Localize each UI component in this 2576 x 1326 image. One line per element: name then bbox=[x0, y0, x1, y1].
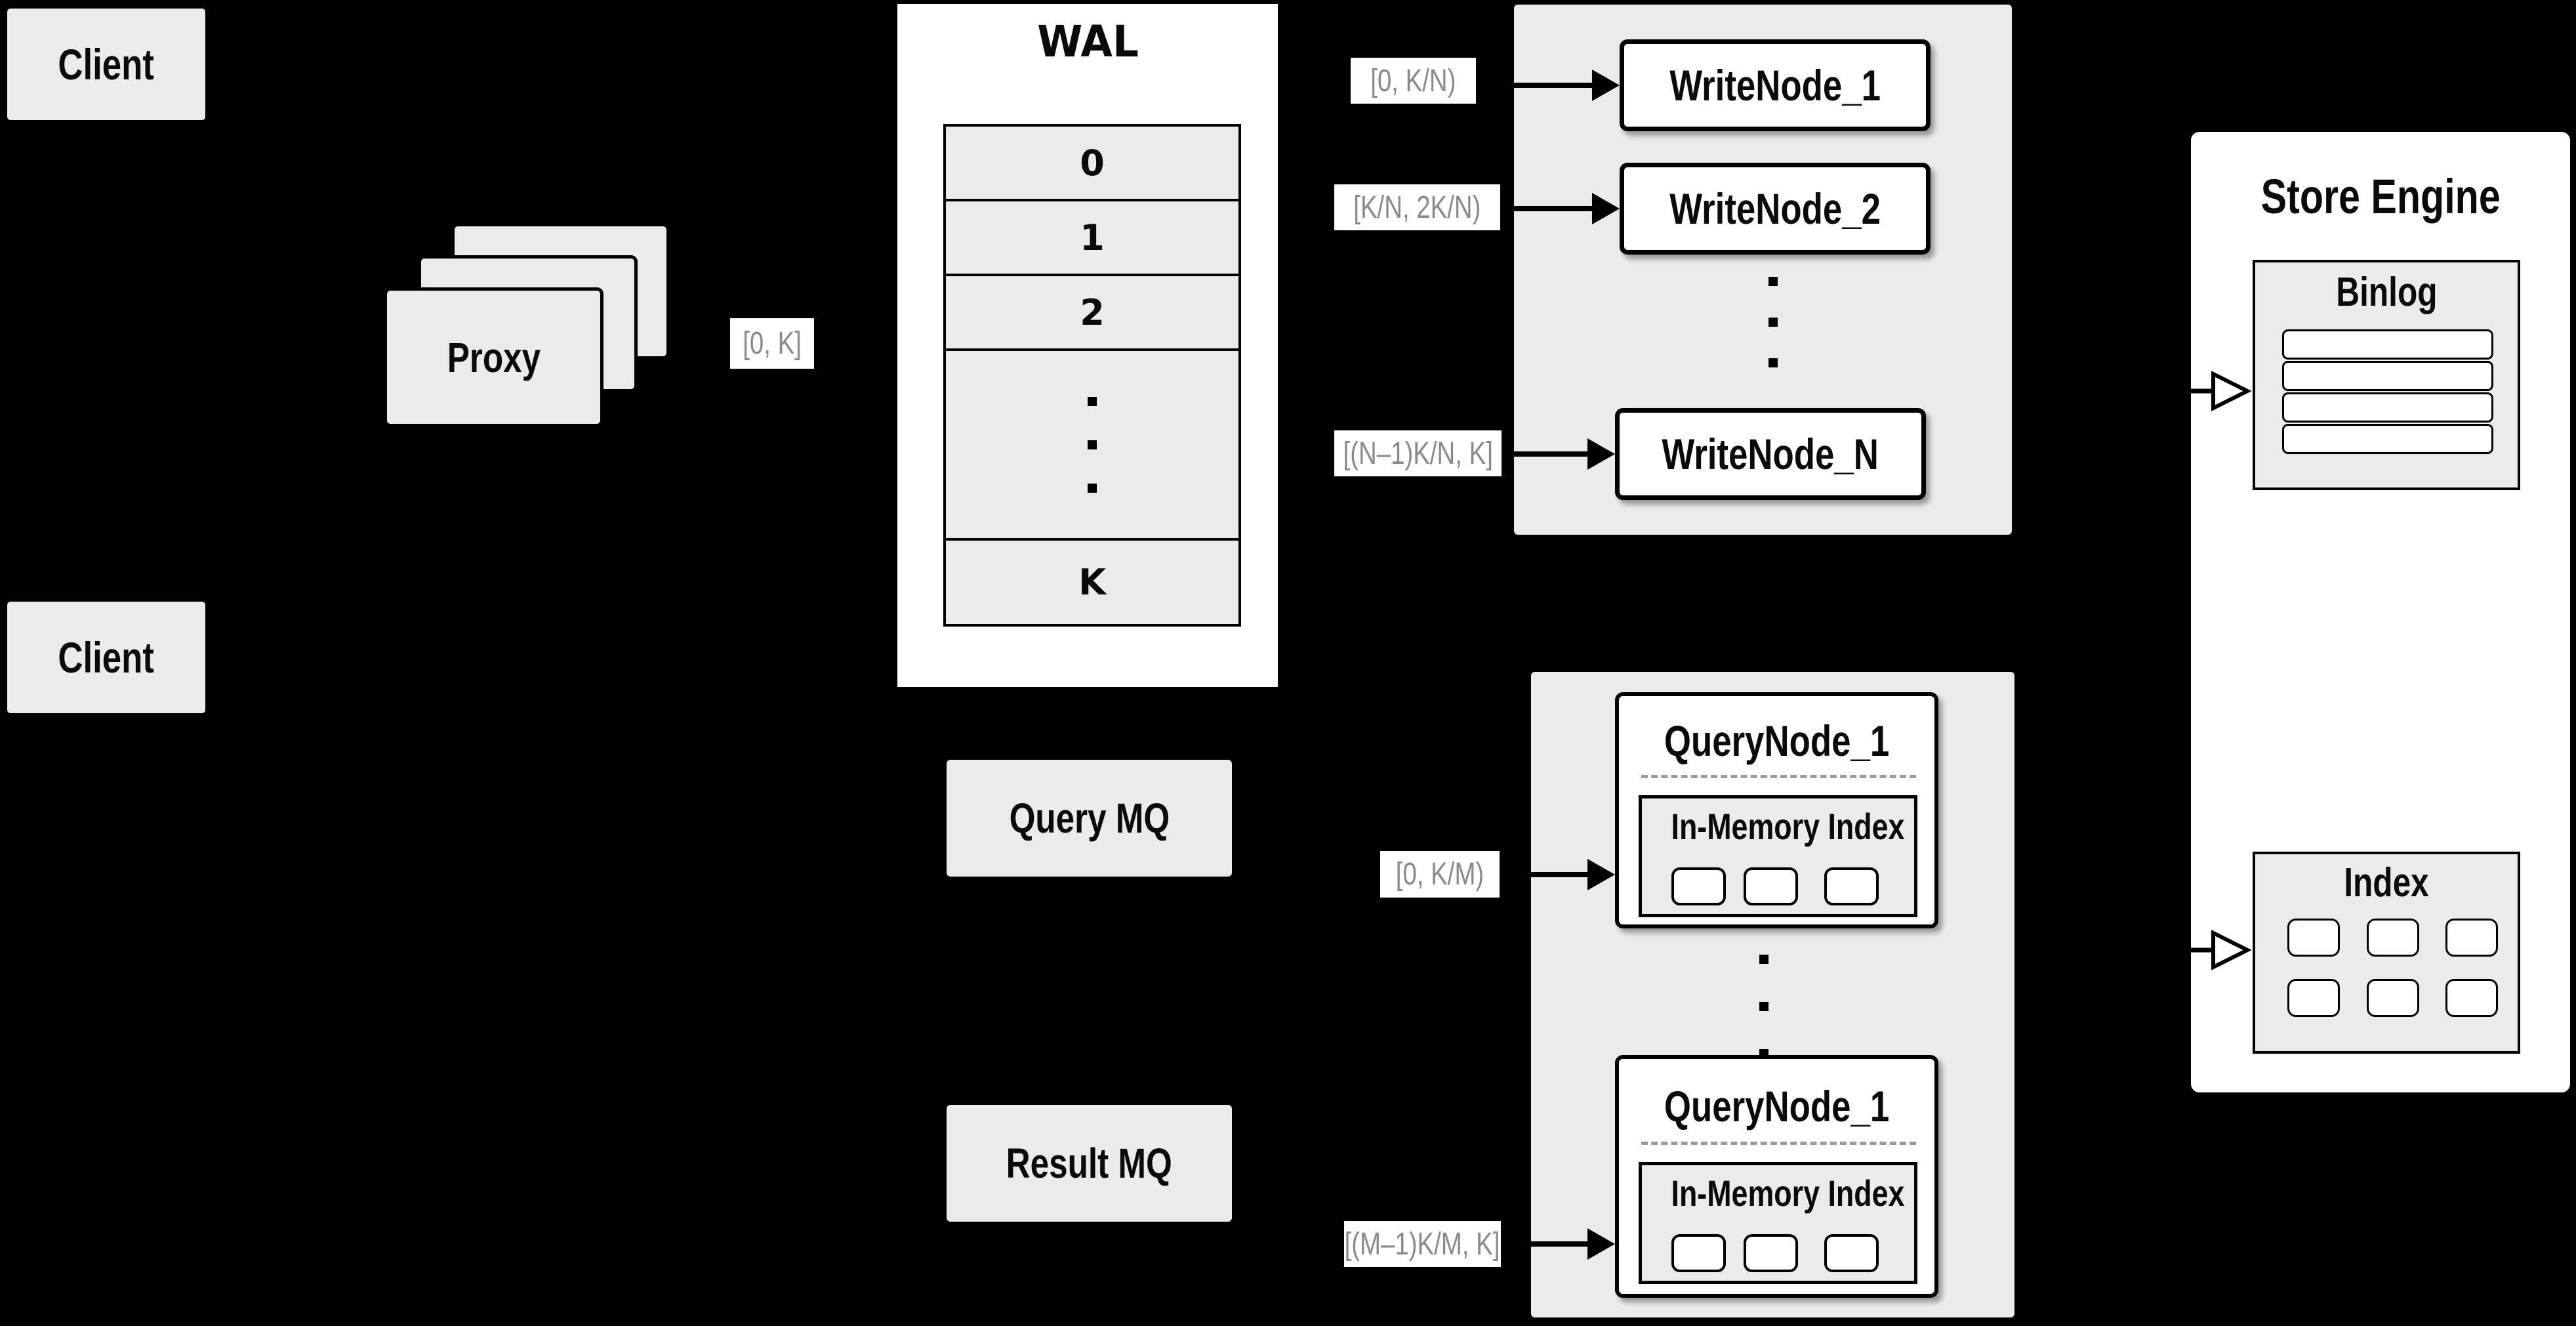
edge-label-wal-to-writenode-n-text: [(N–1)K/N, K] bbox=[1343, 436, 1493, 471]
edge-label-proxy-to-wal: [0, K] bbox=[730, 318, 814, 369]
write-node-2-label: WriteNode_2 bbox=[1669, 184, 1881, 233]
client-top-box: Client bbox=[5, 7, 207, 122]
result-mq-box: Result MQ bbox=[947, 1105, 1232, 1222]
binlog-row bbox=[2282, 424, 2493, 454]
query-node-top-box: QueryNode_1 In-Memory Index bbox=[1615, 692, 1938, 928]
dashed-divider bbox=[1641, 1142, 1916, 1145]
vertical-ellipsis-icon bbox=[1088, 396, 1097, 493]
result-mq-label: Result MQ bbox=[1006, 1140, 1173, 1187]
memory-segment-cell bbox=[1744, 1234, 1798, 1272]
query-node-bottom-title: QueryNode_1 bbox=[1664, 1082, 1890, 1130]
store-engine-title: Store Engine bbox=[2260, 169, 2501, 224]
wal-segment-k: K bbox=[943, 538, 1241, 627]
index-cell bbox=[2287, 919, 2340, 957]
wal-segment-0: 0 bbox=[943, 124, 1241, 201]
index-cell bbox=[2367, 919, 2419, 957]
in-memory-index-top-title: In-Memory Index bbox=[1671, 806, 1905, 847]
client-bottom-label: Client bbox=[58, 633, 155, 682]
write-node-1-box: WriteNode_1 bbox=[1620, 39, 1931, 131]
index-title: Index bbox=[2344, 860, 2429, 905]
memory-segment-cell bbox=[1744, 867, 1798, 905]
index-cell bbox=[2445, 919, 2498, 957]
binlog-row bbox=[2282, 392, 2493, 423]
write-node-n-label: WriteNode_N bbox=[1662, 430, 1879, 478]
index-box: Index bbox=[2253, 852, 2520, 1054]
wal-segment-table: 0 1 2 K bbox=[943, 124, 1241, 627]
binlog-rows bbox=[2282, 329, 2493, 455]
edge-label-querymq-to-querynode-1: [0, K/M) bbox=[1380, 851, 1500, 898]
memory-segment-cell bbox=[1824, 867, 1879, 905]
memory-segment-cell bbox=[1824, 1234, 1879, 1272]
write-node-2-box: WriteNode_2 bbox=[1620, 163, 1931, 255]
index-cell bbox=[2445, 979, 2498, 1017]
query-node-bottom-box: QueryNode_1 In-Memory Index bbox=[1615, 1055, 1938, 1298]
edge-label-querymq-to-querynode-m-text: [(M–1)K/M, K] bbox=[1345, 1226, 1500, 1262]
edge-label-querymq-to-querynode-1-text: [0, K/M) bbox=[1395, 857, 1484, 892]
store-engine-box: Store Engine Binlog Index bbox=[2189, 130, 2572, 1094]
edge-label-wal-to-writenode-n: [(N–1)K/N, K] bbox=[1334, 430, 1502, 476]
proxy-label: Proxy bbox=[447, 333, 541, 381]
query-nodes-ellipsis-icon bbox=[1759, 955, 1768, 1058]
edge-label-proxy-to-wal-text: [0, K] bbox=[743, 326, 802, 361]
query-mq-box: Query MQ bbox=[947, 760, 1232, 877]
in-memory-index-top-box: In-Memory Index bbox=[1639, 795, 1917, 917]
in-memory-index-bottom-title: In-Memory Index bbox=[1671, 1172, 1905, 1214]
index-cell bbox=[2367, 979, 2419, 1017]
memory-segment-cell bbox=[1671, 1234, 1726, 1272]
index-cell bbox=[2287, 979, 2340, 1017]
edge-label-wal-to-writenode-2-text: [K/N, 2K/N) bbox=[1353, 190, 1481, 225]
wal-title: WAL bbox=[1036, 16, 1139, 67]
memory-segment-cell bbox=[1671, 867, 1726, 905]
client-bottom-box: Client bbox=[5, 600, 207, 715]
edge-label-querymq-to-querynode-m: [(M–1)K/M, K] bbox=[1344, 1221, 1501, 1267]
write-node-n-box: WriteNode_N bbox=[1615, 408, 1926, 500]
binlog-row bbox=[2282, 361, 2493, 391]
client-top-label: Client bbox=[58, 40, 155, 89]
proxy-box: Proxy bbox=[384, 287, 603, 427]
in-memory-index-bottom-box: In-Memory Index bbox=[1639, 1162, 1917, 1284]
query-mq-label: Query MQ bbox=[1009, 795, 1170, 842]
edge-label-wal-to-writenode-1: [0, K/N) bbox=[1351, 58, 1476, 104]
wal-segment-1: 1 bbox=[943, 199, 1241, 276]
dashed-divider bbox=[1641, 775, 1916, 778]
binlog-box: Binlog bbox=[2253, 260, 2520, 490]
query-node-top-title: QueryNode_1 bbox=[1664, 716, 1890, 765]
edge-label-wal-to-writenode-1-text: [0, K/N) bbox=[1370, 63, 1456, 98]
binlog-row bbox=[2282, 329, 2493, 360]
wal-box: WAL 0 1 2 K bbox=[895, 2, 1280, 689]
edge-label-wal-to-writenode-2: [K/N, 2K/N) bbox=[1334, 184, 1500, 230]
binlog-title: Binlog bbox=[2335, 270, 2438, 315]
write-node-1-label: WriteNode_1 bbox=[1669, 61, 1881, 110]
write-nodes-ellipsis-icon bbox=[1768, 277, 1778, 367]
wal-segment-ellipsis-cell bbox=[943, 348, 1241, 541]
wal-segment-2: 2 bbox=[943, 274, 1241, 351]
